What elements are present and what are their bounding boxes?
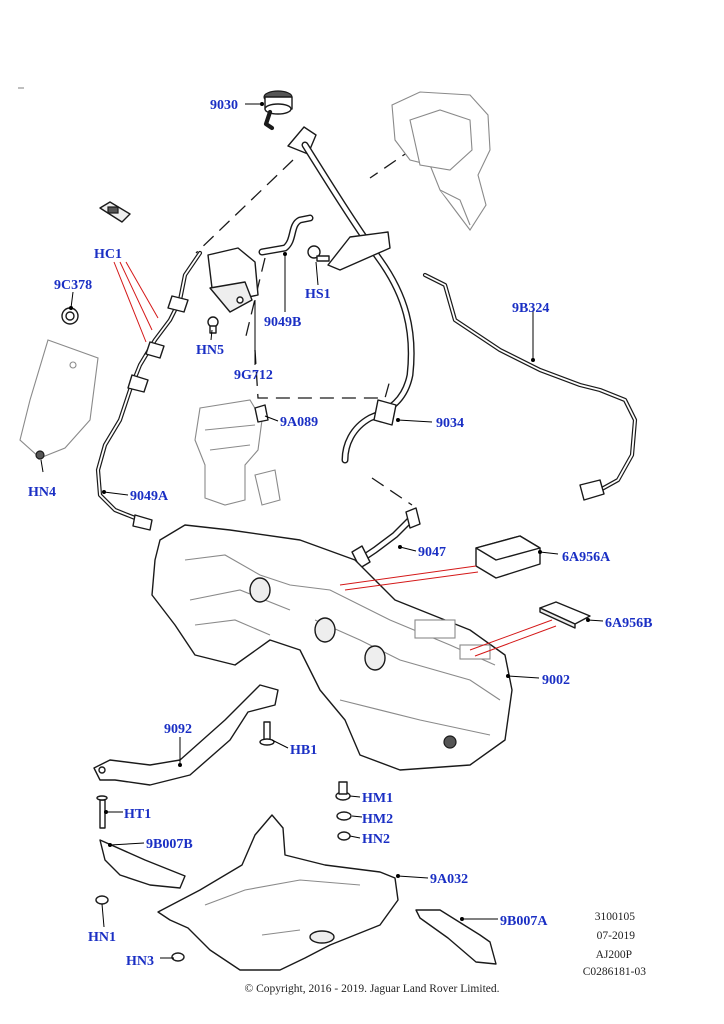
leader-lines — [40, 102, 604, 959]
callout-hs1[interactable]: HS1 — [305, 287, 331, 302]
clip-9c378 — [61, 307, 79, 325]
nut-hn3 — [171, 952, 185, 962]
insulation-pad-6a956b — [539, 601, 591, 629]
nut-hn5 — [207, 316, 219, 334]
callout-9b007a[interactable]: 9B007A — [500, 914, 548, 929]
callout-9092[interactable]: 9092 — [164, 722, 192, 737]
nut-hn2 — [337, 831, 351, 841]
vent-pipe-9b324 — [422, 272, 638, 501]
callout-hn4[interactable]: HN4 — [28, 485, 56, 500]
callout-hn5[interactable]: HN5 — [196, 343, 224, 358]
screw-hs1 — [307, 245, 330, 262]
filler-pipe-9034 — [287, 126, 415, 464]
callout-9002[interactable]: 9002 — [542, 673, 570, 688]
filler-neck-hose-9047 — [351, 507, 421, 569]
callout-hc1[interactable]: HC1 — [94, 247, 122, 262]
callout-9c378[interactable]: 9C378 — [54, 278, 92, 293]
heat-shield-left — [19, 339, 99, 460]
callout-hb1[interactable]: HB1 — [290, 743, 317, 758]
bolt-hb1 — [259, 721, 275, 746]
ref-line-4: C0286181-03 — [583, 966, 647, 978]
nut-hn1 — [95, 895, 109, 905]
insulation-pad-6a956a — [475, 535, 541, 579]
clip-hc1 — [99, 201, 131, 223]
reference-block: 3100105 07-2019 AJ200P C0286181-03 — [583, 911, 647, 978]
callout-6a956a[interactable]: 6A956A — [562, 550, 611, 565]
callout-6a956b[interactable]: 6A956B — [605, 616, 652, 631]
callout-9g712[interactable]: 9G712 — [234, 368, 273, 383]
copyright-notice: © Copyright, 2016 - 2019. Jaguar Land Ro… — [245, 983, 500, 995]
callout-9b324[interactable]: 9B324 — [512, 301, 549, 316]
callout-9034[interactable]: 9034 — [436, 416, 464, 431]
callout-labels: 9030 HC1 9C378 HN4 9049A HN5 9G712 9049B… — [28, 98, 652, 969]
ref-line-2: 07-2019 — [597, 930, 636, 942]
bracket-9b007a — [415, 909, 497, 965]
callout-hm2[interactable]: HM2 — [362, 812, 393, 827]
callout-hn2[interactable]: HN2 — [362, 832, 390, 847]
hose-9049b — [258, 214, 314, 256]
underbody-shield-9a032 — [157, 814, 399, 971]
ref-line-3: AJ200P — [596, 949, 632, 961]
callout-hn3[interactable]: HN3 — [126, 954, 154, 969]
callout-hm1[interactable]: HM1 — [362, 791, 393, 806]
filler-cap-9030 — [263, 90, 293, 131]
fuel-pump-module-9a089 — [194, 399, 281, 506]
ref-line-1: 3100105 — [595, 911, 636, 923]
fixing-hm2 — [336, 811, 352, 821]
fixing-hm1 — [335, 781, 351, 801]
callout-9047[interactable]: 9047 — [418, 545, 446, 560]
bracket-9b007b — [99, 839, 186, 889]
callout-9a032[interactable]: 9A032 — [430, 872, 468, 887]
canister-9g712 — [207, 247, 259, 313]
callout-ht1[interactable]: HT1 — [124, 807, 151, 822]
callout-9a089[interactable]: 9A089 — [280, 415, 318, 430]
tank-strap-9092 — [93, 684, 279, 786]
engine-outline — [391, 91, 491, 231]
callout-9049a[interactable]: 9049A — [130, 489, 169, 504]
callout-hn1[interactable]: HN1 — [88, 930, 116, 945]
callout-9030[interactable]: 9030 — [210, 98, 238, 113]
hose-9049a — [95, 250, 203, 531]
callout-9b007b[interactable]: 9B007B — [146, 837, 193, 852]
stud-ht1 — [96, 795, 108, 829]
callout-9049b[interactable]: 9049B — [264, 315, 301, 330]
fuel-tank-9002 — [151, 524, 513, 771]
